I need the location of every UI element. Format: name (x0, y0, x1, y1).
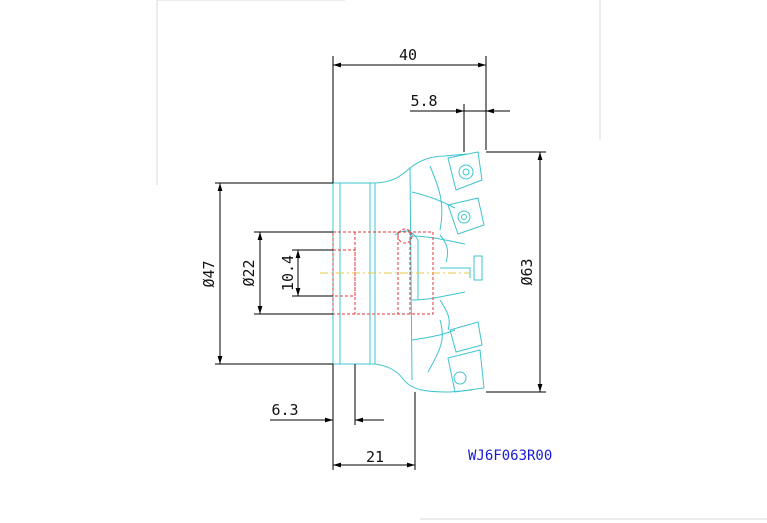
dim-keyway-width: 10.4 (279, 255, 297, 291)
dim-bore-diameter: Ø22 (240, 259, 258, 286)
page-frame (156, 0, 767, 520)
dim-insert-projection: 5.8 (410, 92, 437, 110)
dim-cutter-diameter: Ø63 (518, 258, 536, 285)
dim-hub-length: 21 (366, 448, 384, 466)
model-code: WJ6F063R00 (468, 448, 552, 464)
hidden-bore-lines (320, 228, 470, 315)
cutter-body-outline (332, 151, 485, 393)
dim-keyway-depth: 6.3 (271, 401, 298, 419)
dim-overall-length: 40 (399, 46, 417, 64)
dimension-lines (215, 56, 546, 470)
dim-body-diameter: Ø47 (200, 260, 218, 287)
